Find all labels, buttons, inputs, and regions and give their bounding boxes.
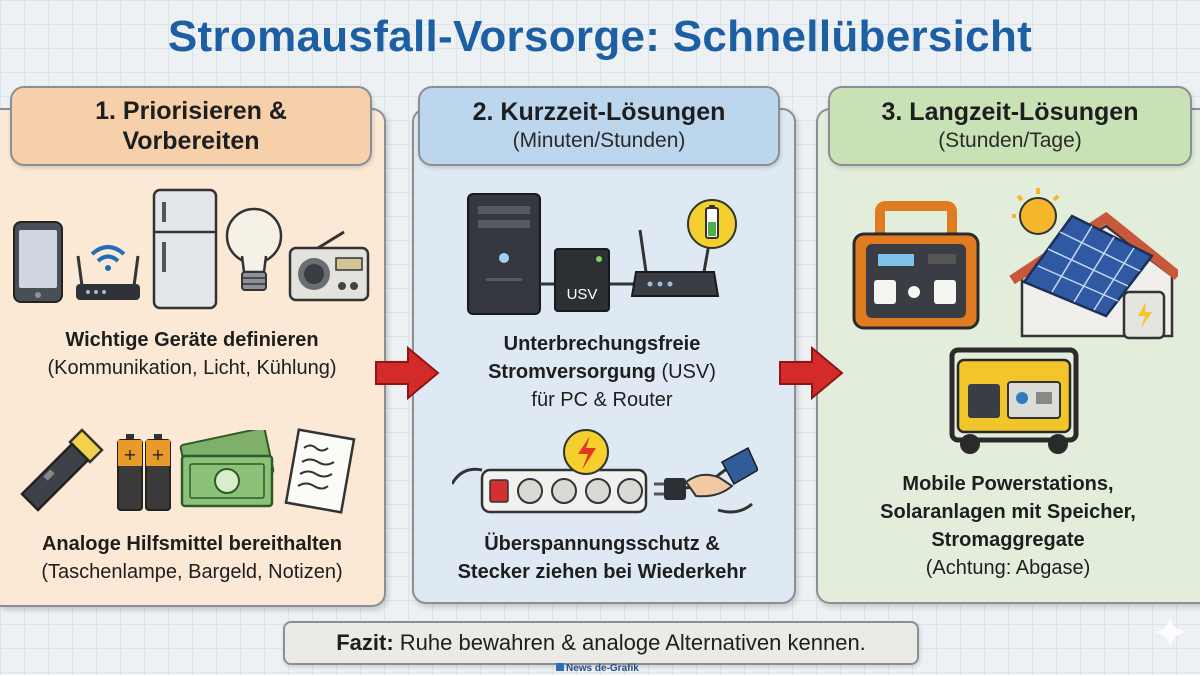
battery-charge-icon — [687, 199, 737, 249]
col3-text: Mobile Powerstations, Solaranlagen mit S… — [816, 470, 1200, 582]
col1-block1: Wichtige Geräte definieren (Kommunikatio… — [0, 326, 384, 382]
header-prioritize-line2: Vorbereiten — [122, 127, 260, 155]
col1-block2-title: Analoge Hilfsmittel bereithalten — [41, 533, 343, 555]
flashlight-icon — [20, 428, 104, 512]
col3-line3: Stromaggregate — [931, 529, 1085, 551]
col2-block1-line2-bold: Stromversorgung — [488, 361, 656, 383]
conclusion-box: Fazit: Ruhe bewahren & analoge Alternati… — [283, 621, 919, 665]
solar-house-icon — [1009, 188, 1178, 340]
arrow-right-icon — [375, 346, 440, 400]
page-title: Stromausfall-Vorsorge: Schnellübersicht — [167, 12, 1033, 61]
col3-line2: Solaranlagen mit Speicher, — [880, 501, 1136, 523]
batteries-icon: + + — [117, 434, 171, 511]
header-short-term-subtitle: (Minuten/Stunden) — [512, 129, 686, 152]
credit-mark-icon — [556, 663, 564, 671]
cash-icon — [179, 430, 275, 508]
header-long-term-title: 3. Langzeit-Lösungen — [881, 98, 1139, 126]
header-prioritize: 1. Priorisieren & Vorbereiten — [10, 86, 372, 166]
fridge-icon — [152, 188, 218, 310]
lightbulb-icon — [225, 207, 283, 291]
col1-block1-title: Wichtige Geräte definieren — [65, 329, 319, 351]
ups-box: USV — [554, 248, 610, 312]
col3-line1: Mobile Powerstations, — [902, 473, 1114, 495]
column-short-term — [412, 108, 796, 604]
notes-icon — [284, 428, 356, 514]
header-short-term-title: 2. Kurzzeit-Lösungen — [472, 98, 726, 126]
col2-block1-line2: Stromversorgung (USV) — [412, 358, 792, 386]
power-strip-icon — [452, 429, 758, 514]
svg-text:+: + — [151, 445, 164, 464]
header-prioritize-line1: 1. Priorisieren & — [95, 97, 287, 125]
col2-block1-line3: für PC & Router — [531, 389, 673, 411]
column-long-term — [816, 108, 1200, 604]
pc-tower-icon — [467, 193, 541, 315]
conclusion-text: Ruhe bewahren & analoge Alternativen ken… — [399, 630, 866, 655]
powerstation-icon — [852, 201, 980, 330]
conclusion-label: Fazit: — [336, 630, 394, 655]
col2-block1: Unterbrechungsfreie Stromversorgung (USV… — [412, 330, 792, 414]
ups-label: USV — [566, 286, 598, 303]
credit-logo: News de-Grafik — [556, 663, 639, 674]
col2-block2-line1: Überspannungsschutz & — [484, 533, 720, 555]
radio-icon — [288, 230, 370, 302]
svg-text:+: + — [123, 445, 136, 464]
col2-block1-line1: Unterbrechungsfreie — [503, 333, 701, 355]
col2-block1-line2-paren: (USV) — [661, 361, 716, 383]
col1-block2-text: (Taschenlampe, Bargeld, Notizen) — [41, 561, 343, 583]
col1-block1-text: (Kommunikation, Licht, Kühlung) — [47, 357, 337, 379]
sparkle-icon — [1154, 616, 1186, 648]
col3-line4: (Achtung: Abgase) — [925, 557, 1091, 579]
header-short-term: 2. Kurzzeit-Lösungen (Minuten/Stunden) — [418, 86, 780, 166]
router-icon — [76, 245, 140, 300]
ups-led — [596, 256, 602, 262]
col2-block2: Überspannungsschutz & Stecker ziehen bei… — [412, 530, 792, 586]
header-long-term-subtitle: (Stunden/Tage) — [938, 129, 1082, 152]
generator-icon — [949, 347, 1079, 454]
arrow-right-icon — [779, 346, 844, 400]
col2-block2-line2: Stecker ziehen bei Wiederkehr — [457, 561, 747, 583]
credit-text: News de-Grafik — [566, 663, 639, 674]
header-long-term: 3. Langzeit-Lösungen (Stunden/Tage) — [828, 86, 1192, 166]
connector-line-icon — [540, 282, 640, 286]
smartphone-icon — [13, 221, 63, 303]
col1-block2: Analoge Hilfsmittel bereithalten (Tasche… — [0, 530, 384, 586]
